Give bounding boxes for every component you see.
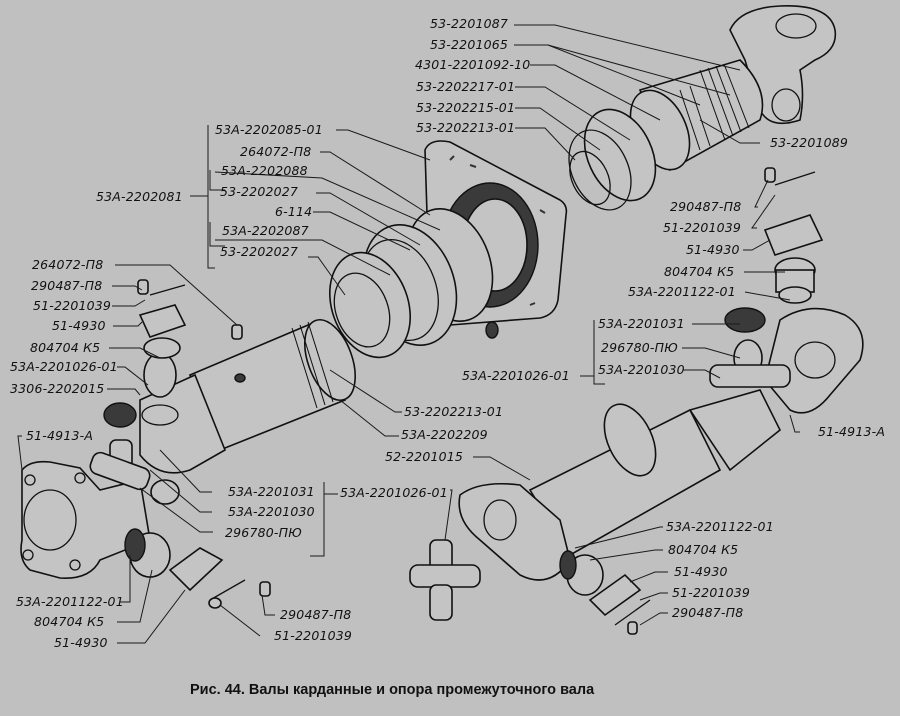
center-cross-part bbox=[409, 539, 481, 621]
part-label-group-parent: 53А-2201026-01 bbox=[462, 368, 570, 383]
part-label: 51-4930 bbox=[686, 242, 740, 257]
part-label: 804704 К5 bbox=[668, 542, 739, 557]
part-label: 53-2202213-01 bbox=[416, 120, 516, 135]
leader-lines bbox=[17, 24, 800, 644]
part-label: 53А-2201122-01 bbox=[16, 594, 124, 609]
part-label: 53-2202213-01 bbox=[404, 404, 504, 419]
right-cap-stack bbox=[724, 167, 824, 333]
part-label: 53А-2201026-01 bbox=[10, 359, 118, 374]
left-cross-spider-part bbox=[89, 439, 180, 505]
part-label: 51-4930 bbox=[674, 564, 728, 579]
part-label: 290487-П8 bbox=[280, 607, 352, 622]
left-flange-yoke-part bbox=[20, 460, 151, 579]
part-label: 804704 К5 bbox=[34, 614, 105, 629]
part-label: 53А-2201030 bbox=[228, 504, 315, 519]
part-label: 53-2202217-01 bbox=[416, 79, 516, 94]
part-label: 290487-П8 bbox=[670, 199, 742, 214]
part-label: 53А-2201122-01 bbox=[666, 519, 774, 534]
part-label: 6-114 bbox=[275, 204, 313, 219]
part-label: 51-2201039 bbox=[672, 585, 751, 600]
part-label-group-parent: 53А-2202081 bbox=[96, 189, 183, 204]
left-bottom-plug-part bbox=[124, 528, 271, 609]
part-label: 290487-П8 bbox=[31, 278, 103, 293]
part-label: 53-2202215-01 bbox=[416, 100, 516, 115]
part-label: 804704 К5 bbox=[30, 340, 101, 355]
left-cap-stack bbox=[103, 279, 243, 428]
part-label: 53-2201065 bbox=[430, 37, 509, 52]
part-label: 53А-2202085-01 bbox=[215, 122, 323, 137]
part-label: 53А-2201031 bbox=[598, 316, 685, 331]
part-label: 296780-ПЮ bbox=[601, 340, 678, 355]
figure-caption: Рис. 44. Валы карданные и опора промежут… bbox=[190, 682, 595, 698]
part-label: 53А-2201122-01 bbox=[628, 284, 736, 299]
part-label: 53А-2202209 bbox=[401, 427, 488, 442]
part-label: 51-4930 bbox=[52, 318, 106, 333]
left-shaft-part bbox=[139, 318, 356, 474]
part-label: 296780-ПЮ bbox=[225, 525, 302, 540]
part-label: 53-2201087 bbox=[430, 16, 509, 31]
part-label: 51-2201039 bbox=[274, 628, 353, 643]
part-label: 51-4913-А bbox=[26, 428, 94, 443]
right-shaft-part bbox=[458, 389, 782, 581]
part-label: 53-2202027 bbox=[220, 244, 299, 259]
part-label: 53А-2201031 bbox=[228, 484, 315, 499]
part-label: 53А-2202088 bbox=[221, 163, 308, 178]
part-label: 53-2201089 bbox=[770, 135, 849, 150]
part-label: 53А-2201030 bbox=[598, 362, 685, 377]
right-flange-yoke-part bbox=[709, 307, 864, 414]
part-label-group-parent: 53А-2201026-01 bbox=[340, 485, 448, 500]
right-bottom-plug-part bbox=[559, 550, 651, 635]
part-label: 51-2201039 bbox=[663, 220, 742, 235]
part-label: 52-2201015 bbox=[385, 449, 464, 464]
part-label: 290487-П8 bbox=[672, 605, 744, 620]
part-label: 804704 К5 bbox=[664, 264, 735, 279]
part-label: 3306-2202015 bbox=[10, 381, 105, 396]
part-label: 264072-П8 bbox=[32, 257, 104, 272]
part-label: 51-2201039 bbox=[33, 298, 112, 313]
part-label: 51-4930 bbox=[54, 635, 108, 650]
part-label: 53А-2202087 bbox=[222, 223, 309, 238]
part-label: 51-4913-А bbox=[818, 424, 886, 439]
part-label: 53-2202027 bbox=[220, 184, 299, 199]
top-spline-assembly bbox=[568, 59, 764, 211]
part-label: 4301-2201092-10 bbox=[415, 57, 531, 72]
part-label: 264072-П8 bbox=[240, 144, 312, 159]
